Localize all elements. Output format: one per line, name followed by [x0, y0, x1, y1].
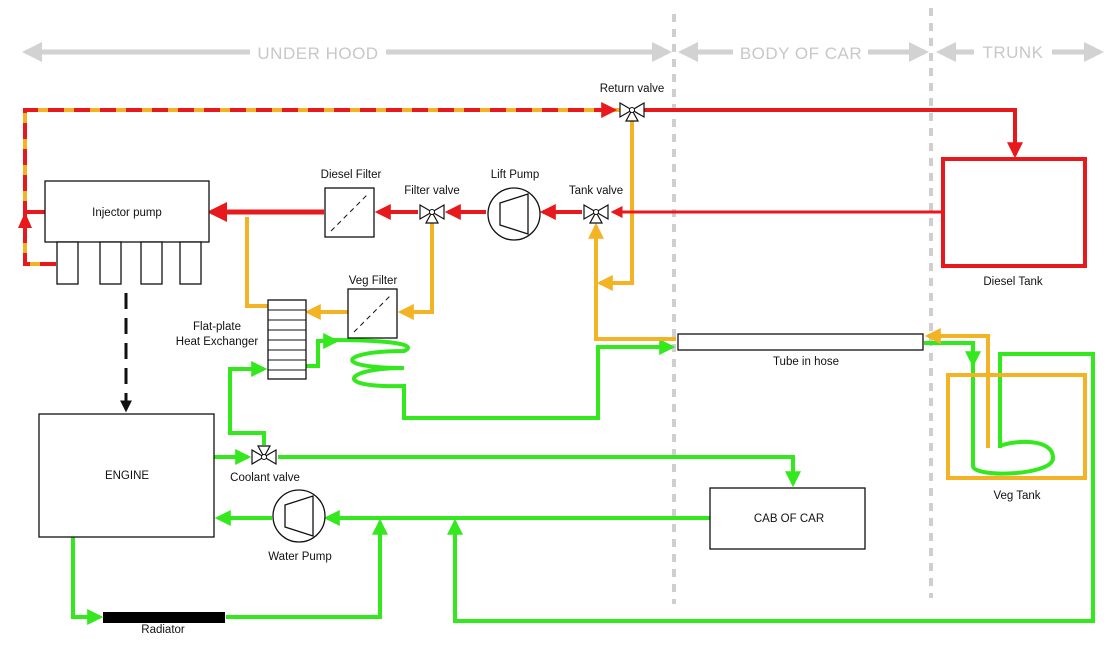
diesel-filter-label: Diesel Filter [321, 169, 382, 181]
engine: ENGINE [38, 413, 215, 538]
coolant-engine-to-radiator [71, 537, 104, 625]
heat-exchanger-label-line1: Flat-plate [193, 321, 241, 333]
veg-filter-valve-to-filter [397, 222, 434, 320]
diesel-return-to-tank [643, 108, 1023, 159]
coolant-valve: Coolant valve [230, 445, 300, 484]
radiator-label: Radiator [141, 624, 185, 636]
coolant-veg-tank-loop [971, 364, 1056, 476]
coolant-valve-to-exchanger [228, 361, 268, 445]
injector-port-4 [179, 241, 202, 285]
coolant-lines [71, 333, 1095, 625]
filter-valve: Filter valve [404, 185, 460, 224]
water-pump-icon [284, 495, 314, 537]
veg-oil-lines [23, 108, 990, 448]
lift-pump-icon [499, 193, 529, 235]
injector-port-2 [99, 241, 122, 285]
filter-valve-label: Filter valve [404, 185, 460, 197]
veg-tank-to-hose [924, 328, 990, 448]
diesel-tank: Diesel Tank [941, 157, 1087, 288]
lift-pump-label: Lift Pump [491, 169, 540, 181]
veg-hose-to-tank-valve [588, 222, 676, 341]
tube-in-hose-label: Tube in hose [773, 356, 839, 368]
coolant-exchanger-to-coil [306, 333, 340, 368]
tank-valve: Tank valve [569, 185, 623, 224]
water-pump-label: Water Pump [268, 551, 331, 563]
heat-exchanger: Flat-plate Heat Exchanger [176, 299, 307, 380]
coolant-radiator-return [226, 518, 388, 619]
lift-pump: Lift Pump [487, 169, 541, 241]
veg-exchanger-to-injector-line [245, 217, 268, 308]
radiator: Radiator [103, 612, 225, 636]
tank-valve-label: Tank valve [569, 185, 623, 197]
diesel-tank-label: Diesel Tank [983, 276, 1042, 288]
zone-label-body-of-car: BODY OF CAR [740, 44, 862, 63]
diesel-filter: Diesel Filter [321, 169, 382, 238]
water-pump: Water Pump [268, 489, 332, 563]
veg-tank: Veg Tank [946, 373, 1087, 502]
injector-port-1 [56, 241, 79, 285]
coolant-veg-tank-return [447, 352, 1095, 623]
cab-of-car: CAB OF CAR [709, 487, 866, 550]
coolant-valve-to-cab [278, 455, 801, 488]
engine-label: ENGINE [105, 470, 149, 482]
injector-port-3 [140, 241, 163, 285]
cab-of-car-label: CAB OF CAR [754, 513, 824, 525]
injector-pump-label: Injector pump [92, 207, 162, 219]
injector-pump: Injector pump [44, 180, 210, 285]
return-line-dashed [23, 102, 618, 266]
zone-label-under-hood: UNDER HOOD [257, 44, 378, 63]
coolant-valve-label: Coolant valve [230, 472, 300, 484]
veg-filter: Veg Filter [347, 275, 398, 339]
return-valve-label: Return valve [600, 83, 665, 95]
zone-headers: UNDER HOOD BODY OF CAR TRUNK [22, 42, 1104, 63]
coolant-coil [329, 338, 676, 420]
diesel-lines [23, 102, 1023, 266]
heat-exchanger-label-line2: Heat Exchanger [176, 336, 259, 348]
return-valve: Return valve [600, 83, 665, 122]
veg-return-valve-down [596, 120, 634, 291]
veg-tank-label: Veg Tank [993, 490, 1040, 502]
zone-label-trunk: TRUNK [982, 43, 1043, 62]
veg-filter-label: Veg Filter [349, 275, 398, 287]
return-up-arrow [18, 212, 32, 228]
tube-in-hose: Tube in hose [677, 333, 924, 368]
